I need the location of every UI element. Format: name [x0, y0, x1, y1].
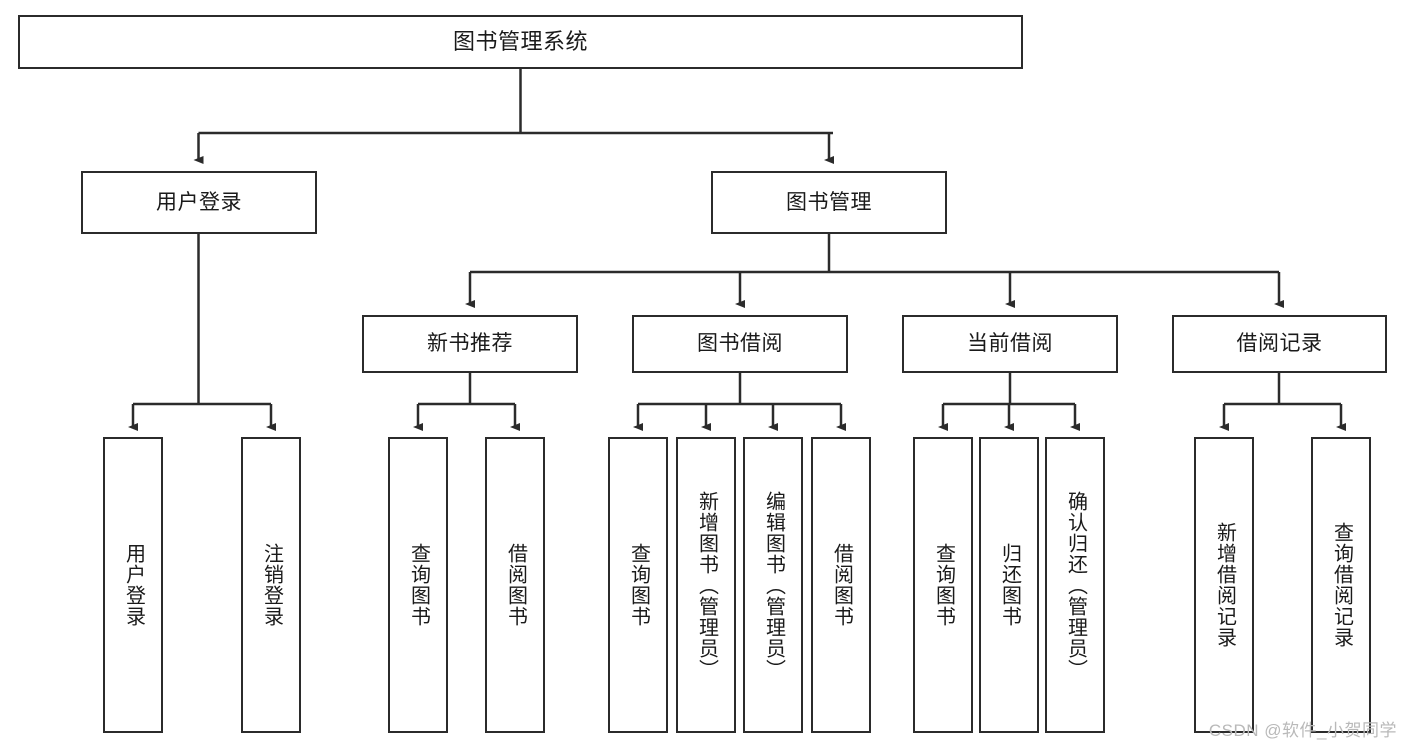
leaf-user-logout[interactable]: 注销登录	[241, 437, 301, 733]
leaf-add-borrow-record[interactable]: 新增借阅记录	[1194, 437, 1254, 733]
node-label: 图书借阅	[697, 332, 783, 356]
leaf-user-login[interactable]: 用户登录	[103, 437, 163, 733]
node-label: 借阅图书	[830, 543, 853, 627]
node-label: 借阅图书	[504, 543, 527, 627]
node-label: 图书管理	[786, 190, 872, 214]
node-user-login[interactable]: 用户登录	[81, 171, 317, 234]
leaf-edit-book-admin[interactable]: 编辑图书（管理员）	[743, 437, 803, 733]
node-label: 用户登录	[156, 190, 242, 214]
node-label: 借阅记录	[1236, 332, 1323, 356]
node-borrow-record[interactable]: 借阅记录	[1172, 315, 1387, 373]
node-new-book-recommend[interactable]: 新书推荐	[362, 315, 578, 373]
node-label: 查询图书	[407, 543, 430, 627]
node-label: 新书推荐	[427, 332, 513, 356]
node-label: 用户登录	[122, 543, 145, 627]
node-book-borrow[interactable]: 图书借阅	[632, 315, 848, 373]
node-label: 新增图书（管理员）	[695, 490, 718, 680]
node-label: 确认归还（管理员）	[1064, 490, 1087, 680]
node-label: 当前借阅	[967, 332, 1053, 356]
node-label: 查询图书	[627, 543, 650, 627]
leaf-borrow-book[interactable]: 借阅图书	[811, 437, 871, 733]
watermark: CSDN @软件_小贺同学	[1208, 721, 1397, 740]
leaf-query-book-borrow[interactable]: 查询图书	[608, 437, 668, 733]
node-book-management[interactable]: 图书管理	[711, 171, 947, 234]
node-label: 图书管理系统	[452, 28, 588, 54]
leaf-query-book-recommend[interactable]: 查询图书	[388, 437, 448, 733]
node-label: 归还图书	[998, 543, 1021, 627]
node-label: 查询借阅记录	[1330, 522, 1353, 648]
leaf-borrow-book-recommend[interactable]: 借阅图书	[485, 437, 545, 733]
node-label: 新增借阅记录	[1213, 522, 1236, 648]
node-root-system[interactable]: 图书管理系统	[18, 15, 1023, 69]
leaf-add-book-admin[interactable]: 新增图书（管理员）	[676, 437, 736, 733]
node-label: 编辑图书（管理员）	[762, 490, 785, 680]
leaf-confirm-return-admin[interactable]: 确认归还（管理员）	[1045, 437, 1105, 733]
node-label: 查询图书	[932, 543, 955, 627]
leaf-query-borrow-record[interactable]: 查询借阅记录	[1311, 437, 1371, 733]
leaf-query-book-current[interactable]: 查询图书	[913, 437, 973, 733]
leaf-return-book[interactable]: 归还图书	[979, 437, 1039, 733]
node-label: 注销登录	[260, 543, 283, 627]
node-current-borrow[interactable]: 当前借阅	[902, 315, 1118, 373]
